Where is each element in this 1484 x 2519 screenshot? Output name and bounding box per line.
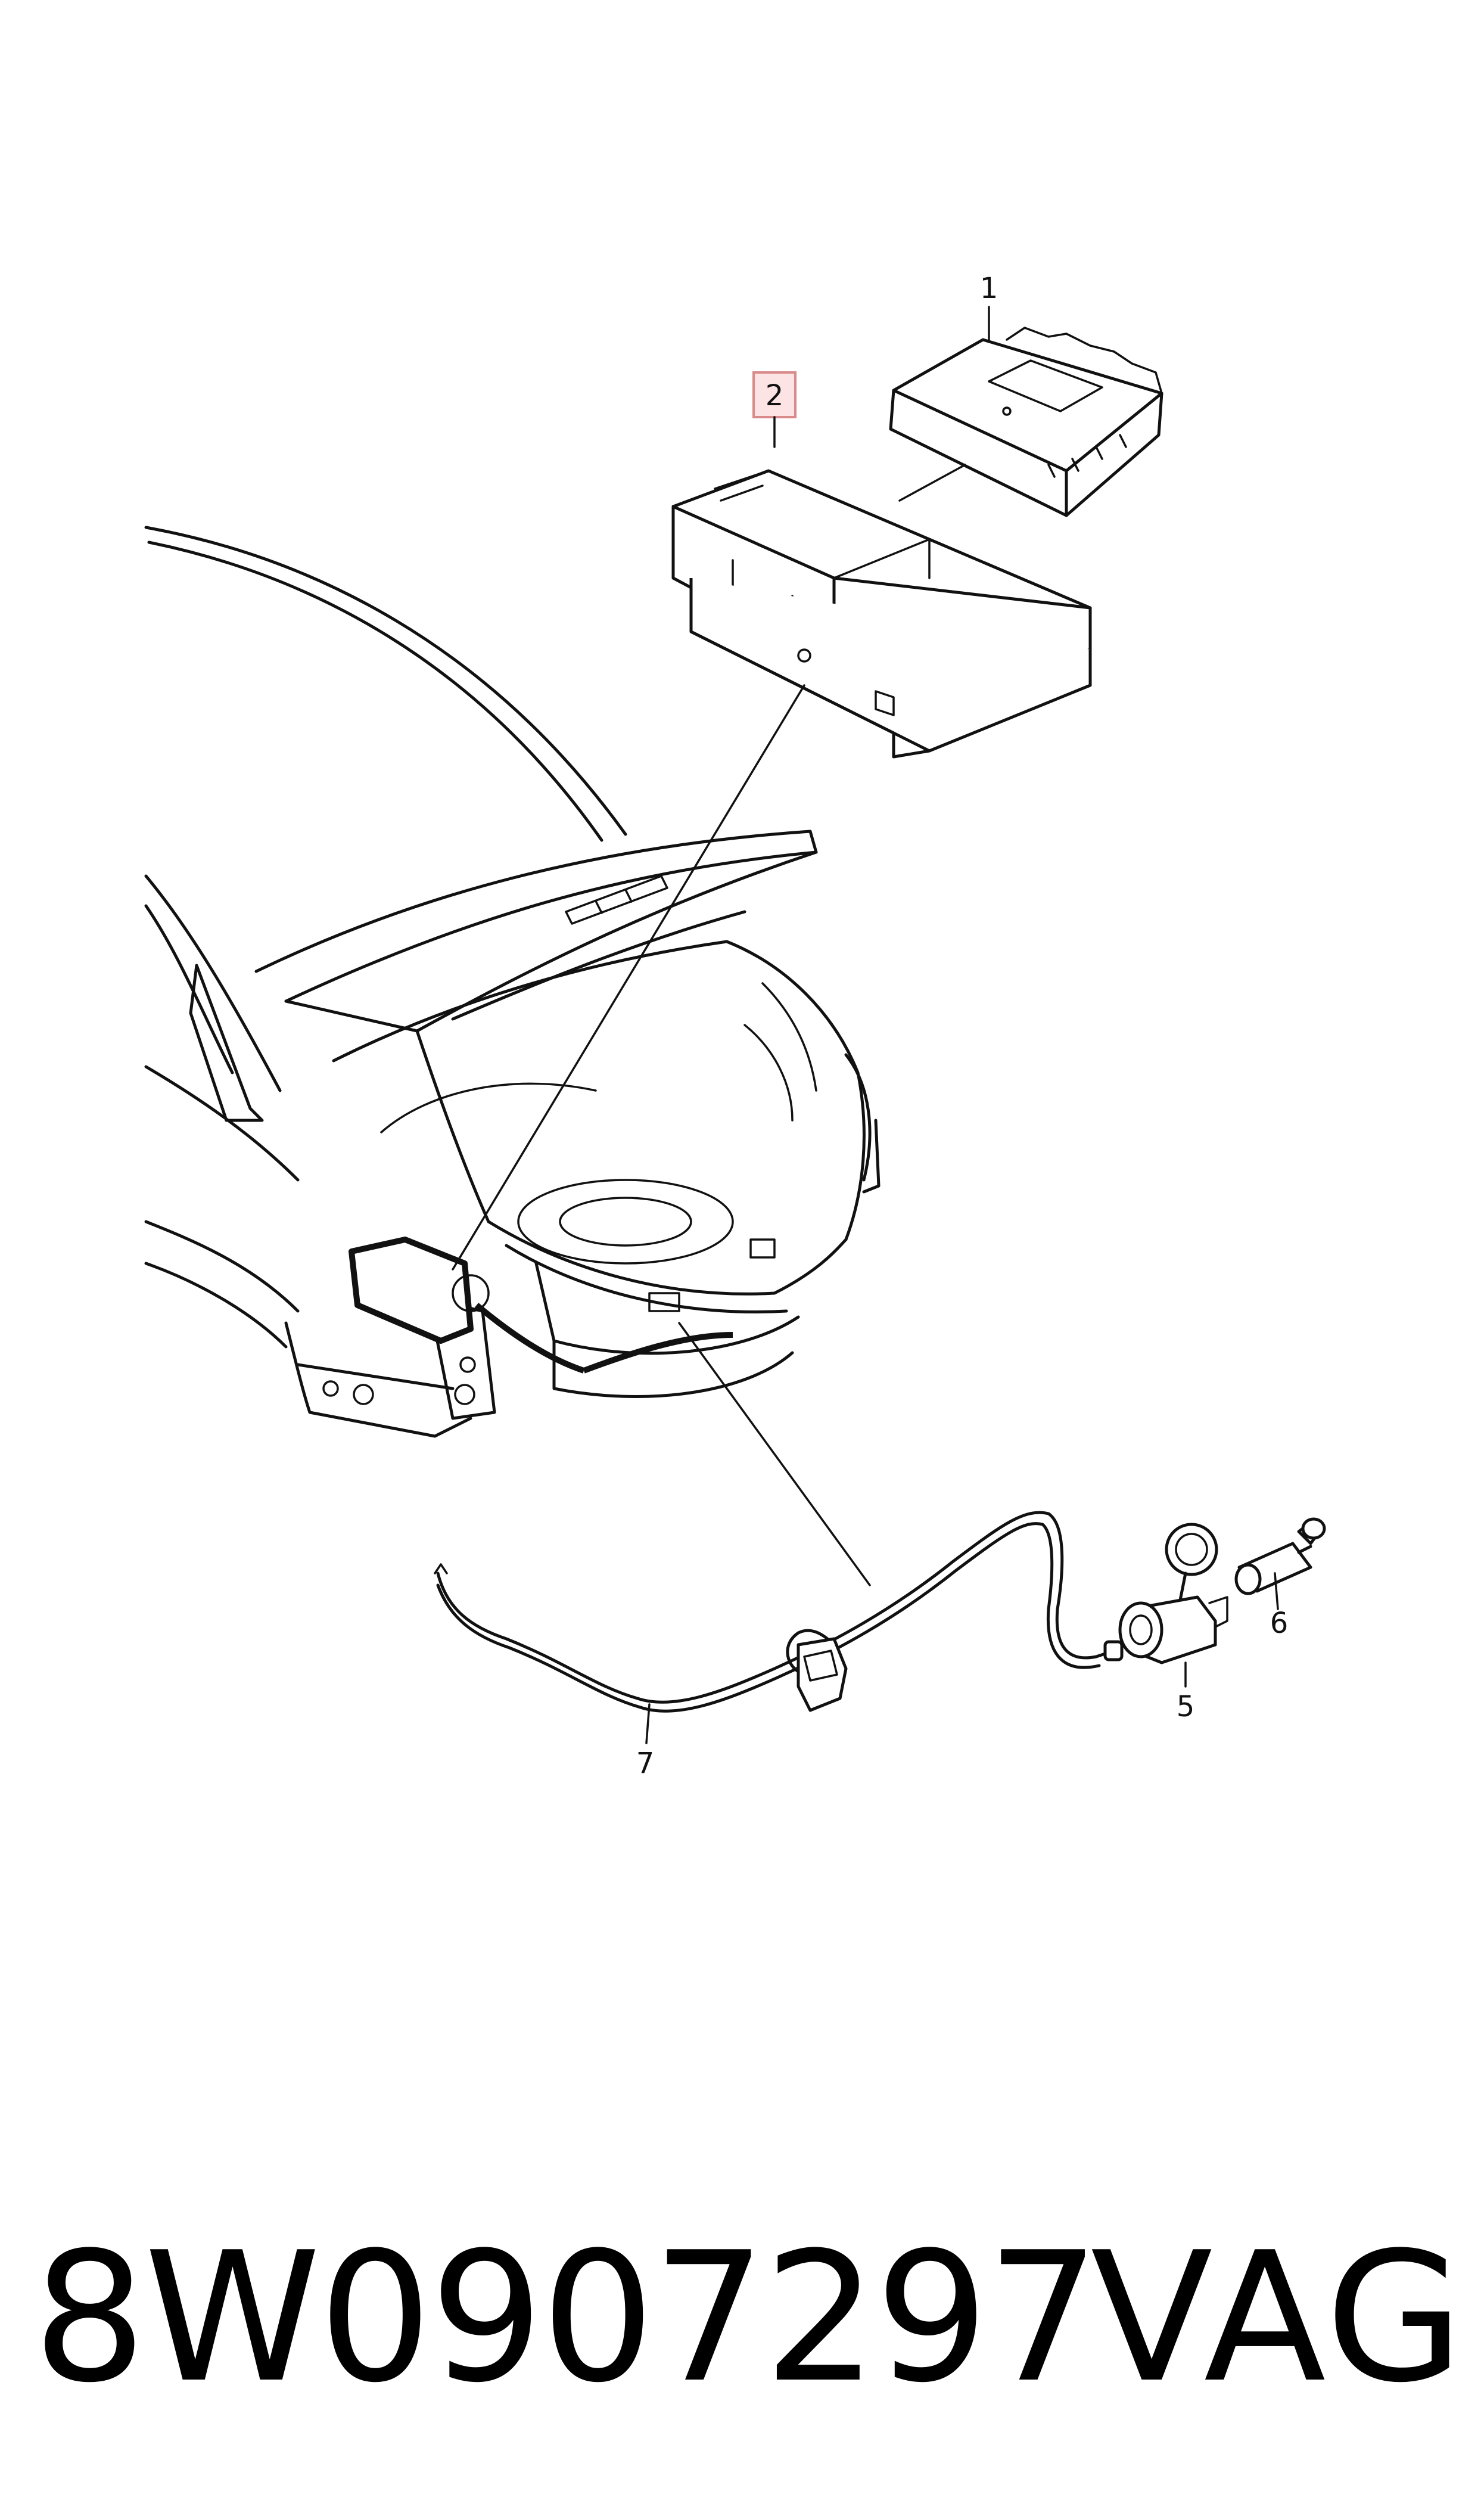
brand-label: VAG <box>1090 2214 1466 2422</box>
part-5-pump <box>1118 1523 1228 1664</box>
part-1-control-unit <box>889 327 1163 517</box>
car-body <box>144 526 881 1438</box>
callout-2: 2 <box>766 379 784 412</box>
callout-1: 1 <box>980 272 998 305</box>
part-number-label: 8W0907297 <box>33 2214 1100 2422</box>
callout-7: 7 <box>636 1747 655 1780</box>
callout-leader-6 <box>1274 1572 1279 1610</box>
part-6-sleeve <box>1234 1517 1326 1595</box>
part-2-location-line <box>452 684 805 1271</box>
callout-2-highlight <box>754 372 795 417</box>
part-2-control-unit <box>671 469 1092 759</box>
part-7-location-line <box>678 1322 871 1586</box>
part-1-connector-line <box>898 464 966 502</box>
part-7-wiring-harness <box>434 1511 1124 1713</box>
callout-5: 5 <box>1177 1690 1195 1723</box>
mounted-control-unit <box>349 1237 733 1374</box>
callout-leader-7 <box>645 1703 651 1744</box>
callout-6: 6 <box>1270 1607 1289 1640</box>
